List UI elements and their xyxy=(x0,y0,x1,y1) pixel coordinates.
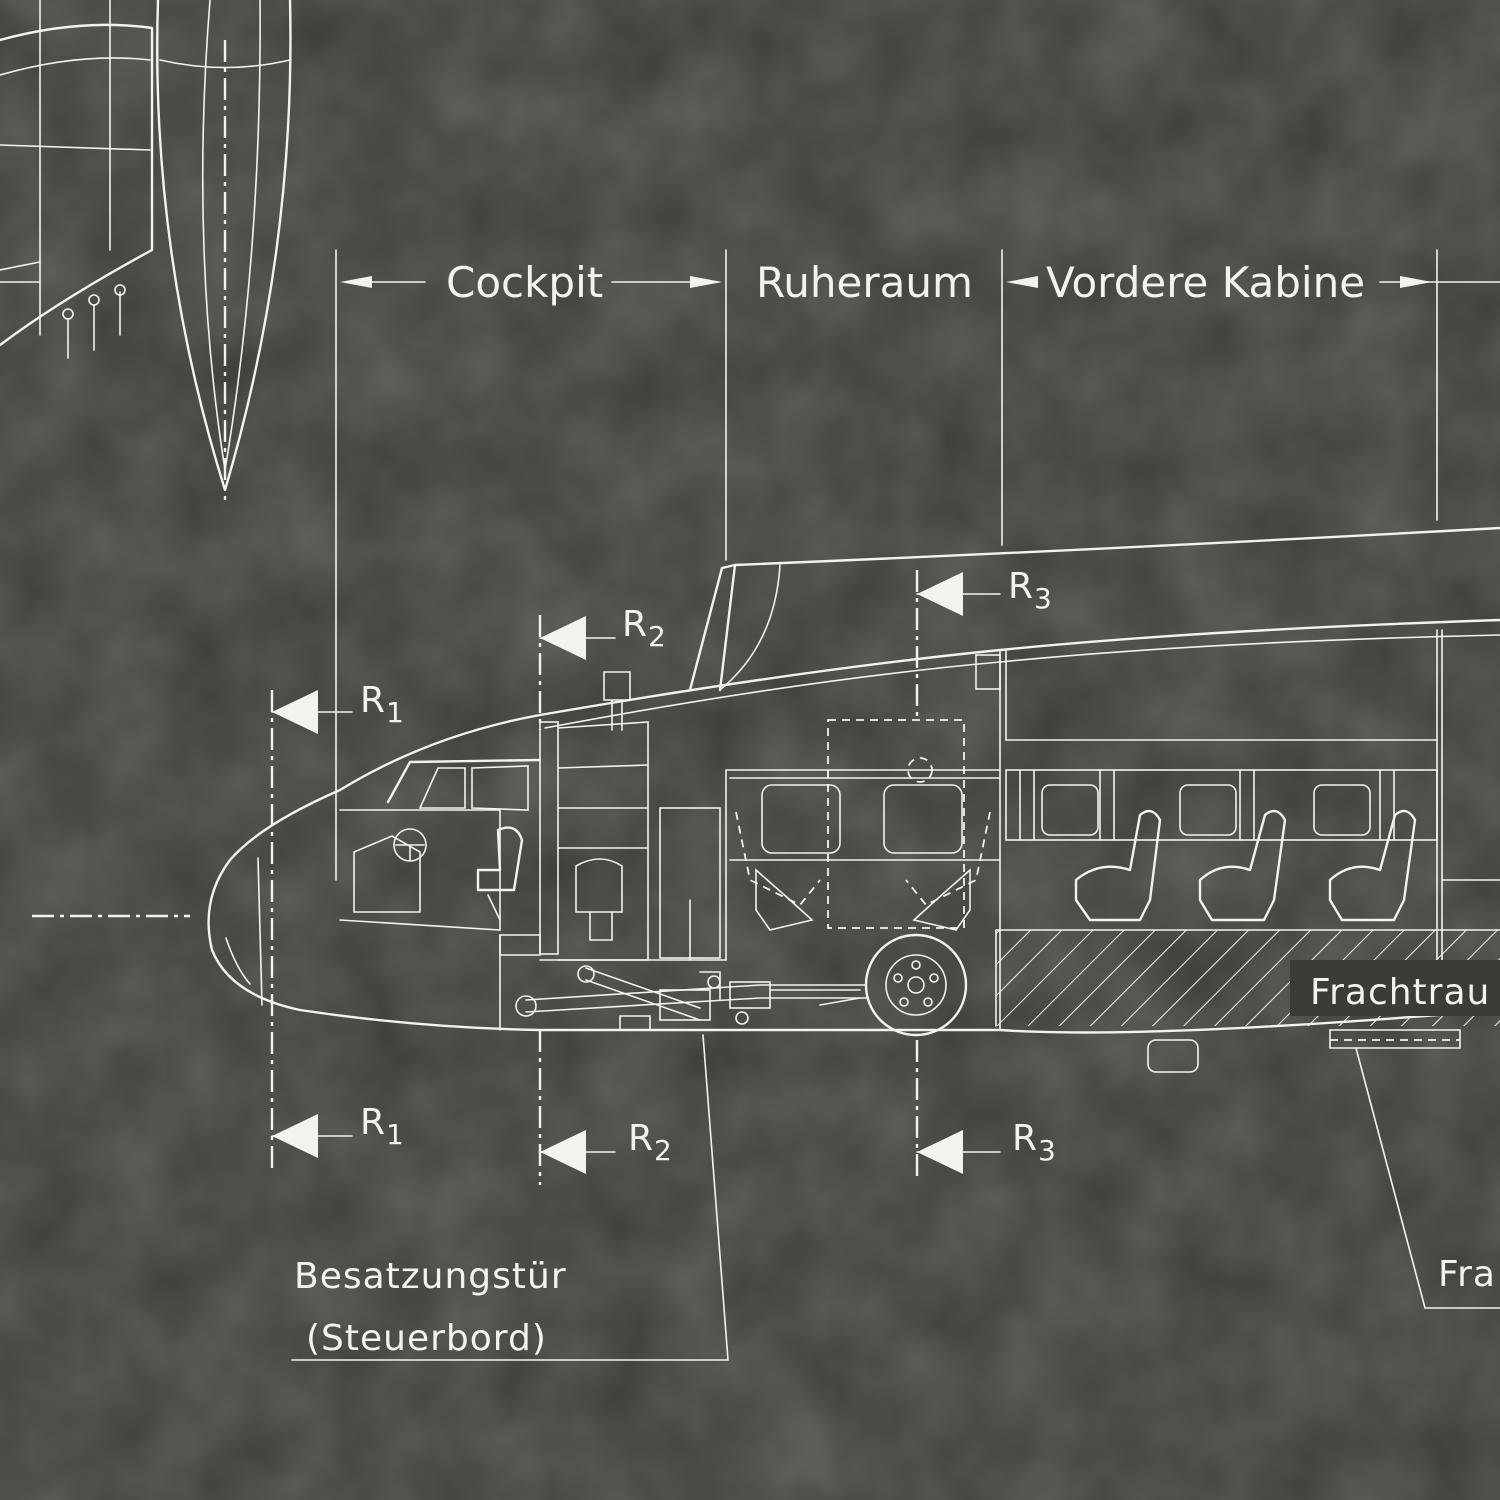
section-marker-r3-bottom: R3 xyxy=(1012,1118,1057,1167)
cargo-door-label: Fra xyxy=(1438,1254,1496,1295)
crew-door-leader xyxy=(291,1034,729,1361)
section-marker-r2-top: R2 xyxy=(622,604,667,653)
partial-nose-view xyxy=(156,0,292,500)
section-cut-r2 xyxy=(538,615,616,1185)
section-marker-r2-bottom: R2 xyxy=(628,1118,673,1167)
rest-room-interior xyxy=(729,719,1001,931)
section-marker-r1-bottom: R1 xyxy=(360,1102,405,1151)
svg-text:R1: R1 xyxy=(360,1102,405,1151)
front-cabin-interior xyxy=(1005,769,1500,922)
section-label-front-cabin: Vordere Kabine xyxy=(1046,258,1365,307)
svg-text:R3: R3 xyxy=(1012,1118,1057,1167)
equipment-bay xyxy=(539,671,1001,961)
crew-door-side-label: (Steuerbord) xyxy=(306,1318,547,1359)
svg-text:R2: R2 xyxy=(628,1118,673,1167)
cockpit-interior xyxy=(339,758,542,1031)
svg-text:R2: R2 xyxy=(622,604,667,653)
crew-door-label: Besatzungstür xyxy=(294,1256,567,1297)
section-cut-r1 xyxy=(32,690,353,1170)
section-label-cockpit: Cockpit xyxy=(446,258,603,307)
section-dimension-line xyxy=(335,249,1500,881)
cargo-hold-label: Frachtrau xyxy=(1310,972,1490,1013)
section-label-rest-room: Ruheraum xyxy=(756,258,973,307)
section-marker-r3-top: R3 xyxy=(1008,566,1053,615)
svg-text:R3: R3 xyxy=(1008,566,1053,615)
section-cut-r3 xyxy=(915,570,1001,1180)
nose-landing-gear xyxy=(515,933,968,1037)
partial-top-view xyxy=(0,0,154,359)
svg-text:R1: R1 xyxy=(360,680,405,729)
cargo-hold xyxy=(995,929,1500,1027)
cargo-door-leader xyxy=(1355,1047,1500,1309)
section-marker-r1-top: R1 xyxy=(360,680,405,729)
